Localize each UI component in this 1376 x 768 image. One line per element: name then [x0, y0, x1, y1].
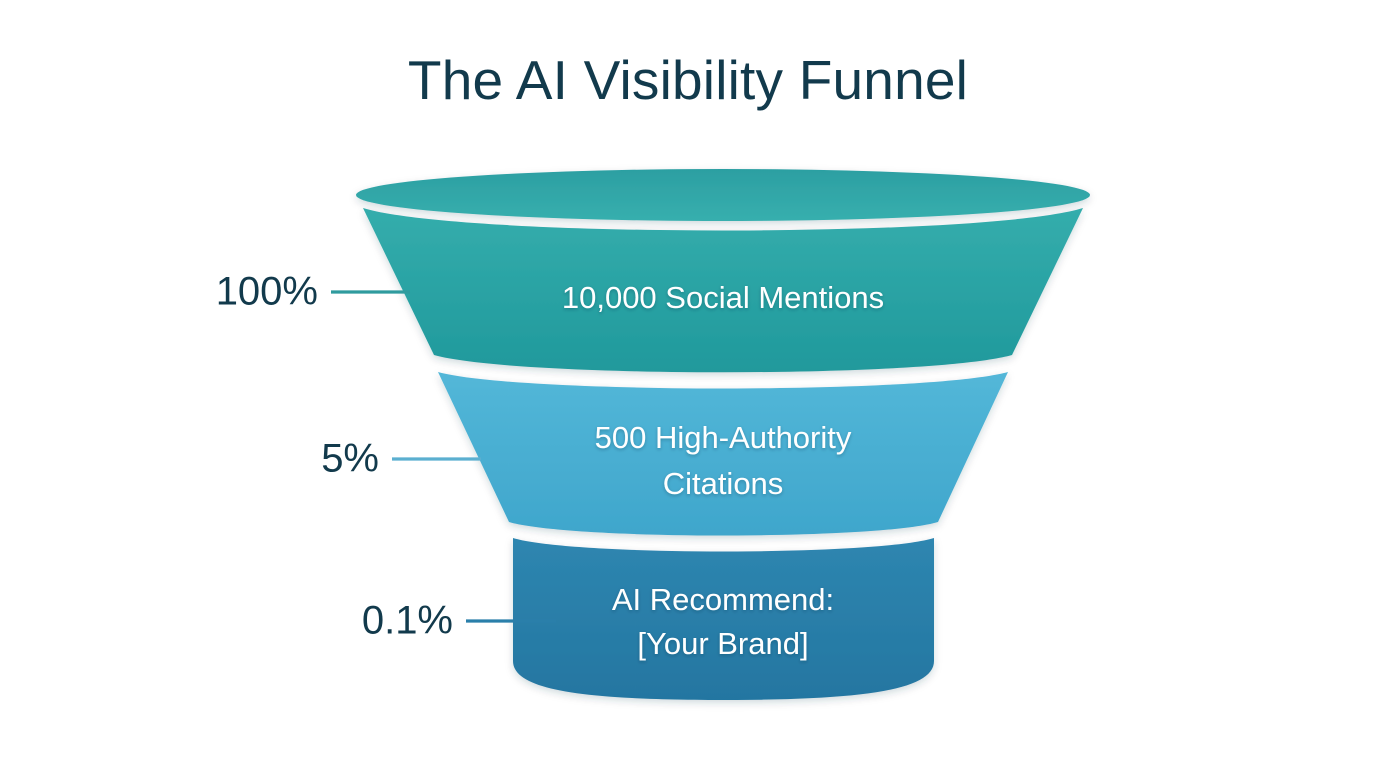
- funnel-segment-2[interactable]: 500 High-Authority Citations: [438, 372, 1008, 536]
- segment-1-label: 10,000 Social Mentions: [562, 280, 884, 315]
- segment-3-label-line-1: AI Recommend:: [612, 582, 834, 617]
- segment-2-label-line-1: 500 High-Authority: [595, 420, 852, 455]
- percent-callout-2: 5%: [321, 437, 481, 481]
- funnel-segment-1[interactable]: 10,000 Social Mentions: [363, 208, 1083, 373]
- percent-label-2: 5%: [321, 437, 379, 481]
- segment-2-label-line-2: Citations: [663, 466, 784, 501]
- percent-label-1: 100%: [216, 270, 318, 314]
- funnel-segment-3[interactable]: AI Recommend: [Your Brand]: [513, 538, 934, 700]
- page-title: The AI Visibility Funnel: [407, 49, 969, 111]
- percent-label-3: 0.1%: [362, 599, 453, 643]
- percent-callout-3: 0.1%: [362, 599, 556, 643]
- percent-callout-1: 100%: [216, 270, 410, 314]
- segment-3-label-line-2: [Your Brand]: [637, 626, 808, 661]
- funnel-rim: [356, 169, 1090, 221]
